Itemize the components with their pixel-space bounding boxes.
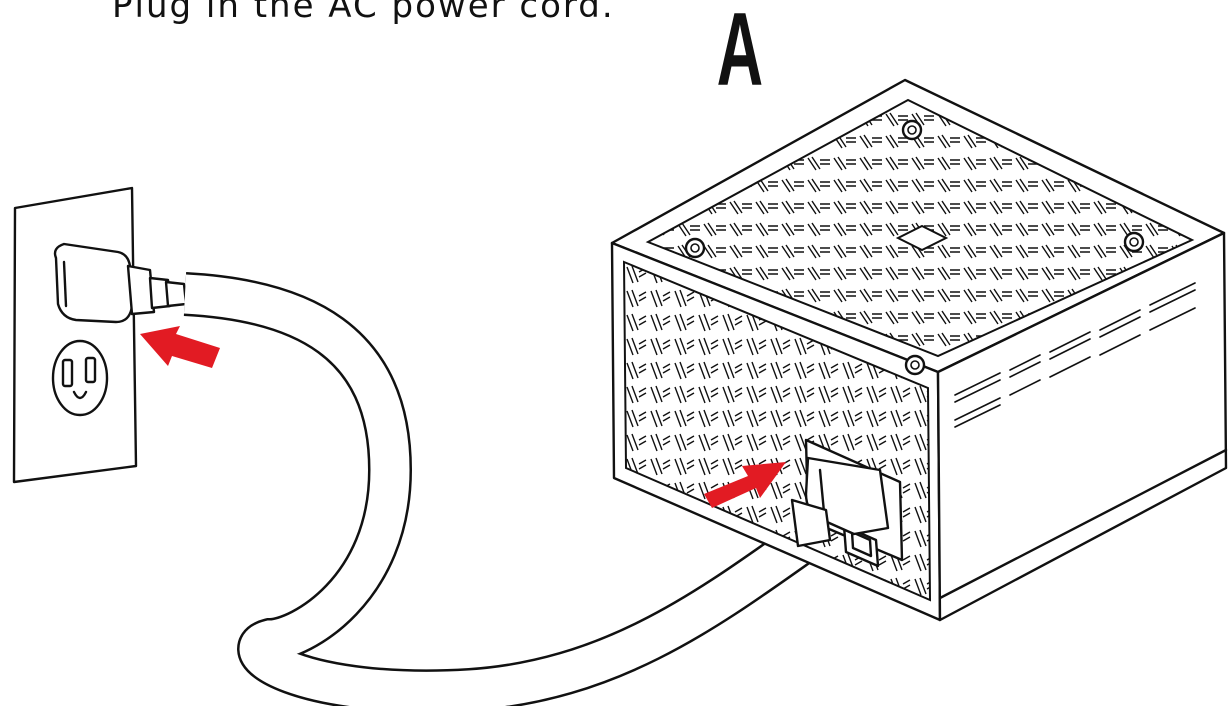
wall-outlet-icon <box>12 186 138 484</box>
wall-plug <box>53 242 188 324</box>
power-switch-icon <box>842 524 880 568</box>
screw-icons <box>684 119 1145 376</box>
psu-connector <box>790 456 890 548</box>
power-supply-icon <box>610 78 1228 622</box>
insert-arrow-icon <box>140 326 220 368</box>
side-vents <box>954 282 1196 428</box>
instruction-caption: Plug in the AC power cord. <box>112 0 615 26</box>
logo-icon <box>895 224 949 252</box>
power-cord-icon <box>183 272 833 706</box>
insert-arrow-icon <box>704 462 786 508</box>
outlet-socket <box>51 339 109 417</box>
